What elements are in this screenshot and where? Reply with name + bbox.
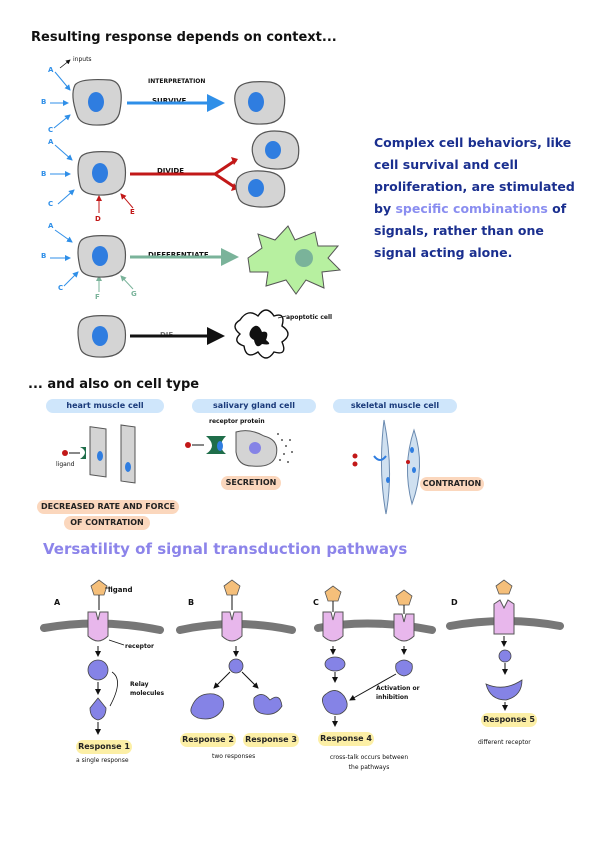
pathway-b-label: B (188, 598, 195, 607)
single-response-label: a single response (76, 757, 129, 764)
response-differentiate: DIFFERENTIATE (148, 251, 209, 259)
input-label-a3: A (48, 222, 54, 230)
nucleus-icon (248, 179, 264, 197)
heart-muscle-cell-drawing (62, 424, 136, 484)
input-label-b3: B (41, 252, 47, 260)
ligand-label-pathway: ligand (108, 586, 133, 594)
skeletal-muscle-cell-drawing (352, 419, 421, 515)
secretion-label: SECRETION (221, 476, 281, 490)
input-arrows-row1 (50, 71, 71, 129)
inputs-label: inputs (73, 56, 92, 63)
pathway-c-label: C (313, 598, 319, 607)
input-label-b2: B (41, 170, 47, 178)
ligand-label-celltype: ligand (56, 461, 75, 468)
nucleus-icon (265, 141, 281, 159)
input-arrows-row3 (50, 229, 79, 287)
response-1-label: Response 1 (76, 740, 132, 754)
pathway-a (87, 579, 125, 735)
input-label-a2: A (48, 138, 54, 146)
activation-label: Activation or inhibition (376, 685, 420, 701)
highlight-specific-combinations: specific combinations (395, 201, 548, 216)
nucleus-icon (92, 246, 108, 266)
crosstalk-label: cross-talk occurs between the pathways (329, 754, 409, 771)
pill-salivary-gland-cell: salivary gland cell (192, 399, 316, 413)
heading-context: Resulting response depends on context... (31, 30, 337, 45)
input-label-d: D (95, 215, 101, 223)
cell-differentiated (247, 225, 342, 295)
different-receptor-label: different receptor (478, 739, 531, 746)
pathway-d (485, 579, 523, 711)
membranes (40, 617, 564, 634)
response-4-label: Response 4 (318, 732, 374, 746)
pill-skeletal-muscle-cell: skeletal muscle cell (333, 399, 457, 413)
response-survive: SURVIVE (152, 97, 187, 105)
nucleus-icon (88, 92, 104, 112)
pathway-d-label: D (451, 598, 458, 607)
context-note: Complex cell behaviors, like cell surviv… (374, 135, 575, 260)
response-3-label: Response 3 (243, 733, 299, 747)
receptor-protein-label: receptor protein (209, 418, 265, 425)
pathway-c (322, 585, 415, 727)
input-arrows-row2 (50, 144, 75, 205)
divide-arrow (130, 158, 237, 190)
heading-versatility: Versatility of signal transduction pathw… (43, 540, 408, 558)
pill-heart-muscle-cell: heart muscle cell (46, 399, 164, 413)
input-label-f: F (95, 293, 100, 301)
input-label-c1: C (48, 126, 54, 134)
receptor-label: receptor (125, 643, 154, 650)
input-label-c2: C (48, 200, 54, 208)
response-2-label: Response 2 (180, 733, 236, 747)
input-label-a1: A (48, 66, 54, 74)
response-5-label: Response 5 (481, 713, 537, 727)
input-label-g: G (131, 290, 137, 298)
interpretation-label: INTERPRETATION (148, 78, 206, 85)
nucleus-icon (92, 326, 108, 346)
salivary-gland-cell-drawing (185, 430, 293, 467)
pathway-b (190, 579, 283, 720)
input-label-c3: C (58, 284, 64, 292)
input-arrows-green (96, 275, 134, 292)
pathway-a-label: A (54, 598, 61, 607)
input-arrows-red (96, 193, 134, 213)
apoptotic-label: apoptotic cell (286, 314, 333, 321)
contraction-label: CONTRATION (420, 477, 484, 491)
input-label-e: E (130, 208, 135, 216)
heart-effect-line1: DECREASED RATE AND FORCE (37, 500, 179, 514)
relay-molecules-label: Relay molecules (130, 681, 165, 697)
nucleus-icon (295, 249, 313, 267)
heading-cell-type: ... and also on cell type (28, 377, 200, 392)
heart-effect-line2: OF CONTRATION (64, 516, 150, 530)
nucleus-icon (92, 163, 108, 183)
nucleus-icon (248, 92, 264, 112)
two-responses-label: two responses (212, 753, 256, 760)
input-label-b1: B (41, 98, 47, 106)
response-divide: DIVIDE (157, 167, 185, 175)
